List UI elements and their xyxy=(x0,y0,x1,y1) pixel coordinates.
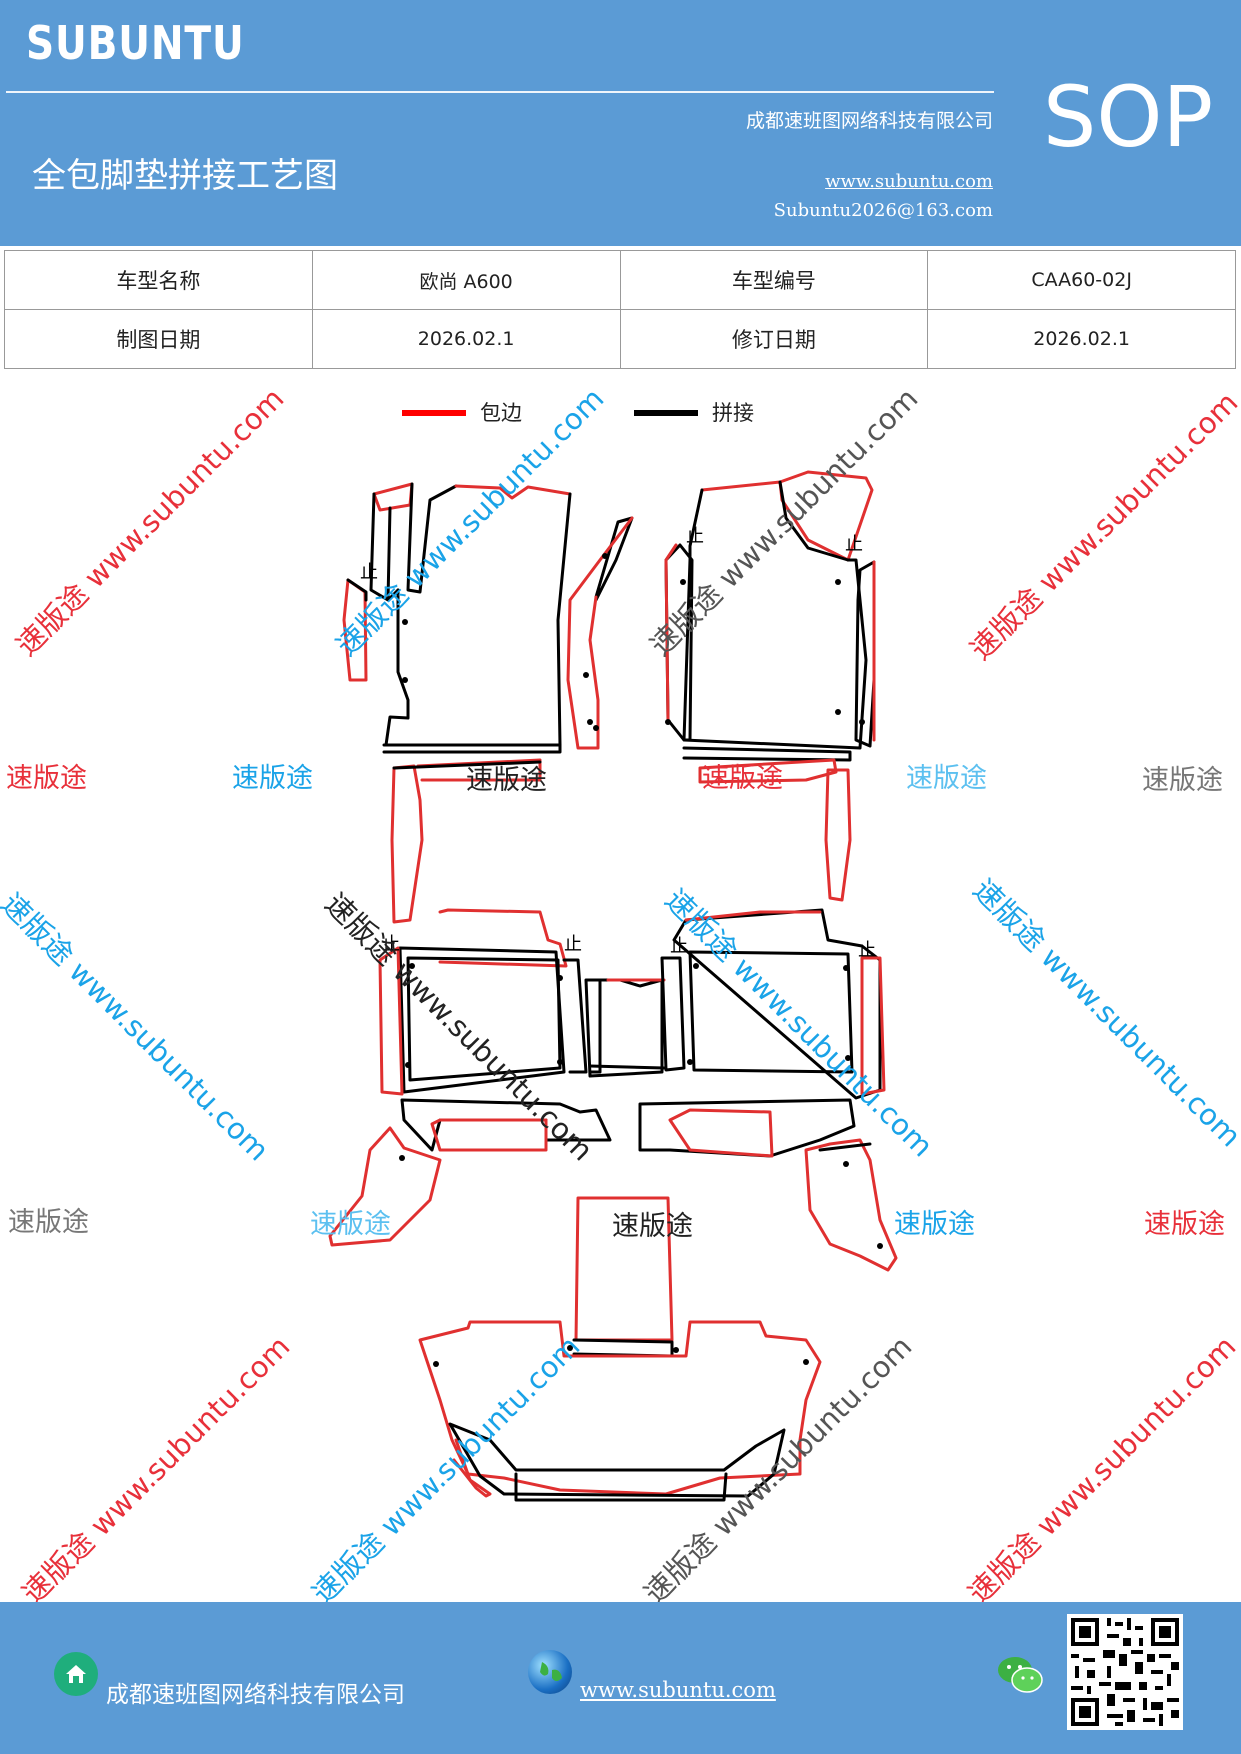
page-title: 全包脚垫拼接工艺图 xyxy=(32,156,338,196)
header-company: 成都速班图网络科技有限公司 xyxy=(745,110,993,132)
footer-website-link[interactable]: www.subuntu.com xyxy=(580,1678,776,1702)
header-email: Subuntu2026@163.com xyxy=(773,200,993,221)
watermark: 速版途 xyxy=(6,763,87,794)
watermark: 速版途 xyxy=(894,1209,975,1240)
model-name-label: 车型名称 xyxy=(4,250,313,310)
sop-badge: SOP xyxy=(1043,68,1214,166)
watermark: 速版途 xyxy=(906,763,987,794)
mat-second-center xyxy=(584,978,666,1078)
stop-mark: 止 xyxy=(858,940,876,961)
stop-marks: 止 止 止 止 止 止 止 xyxy=(360,526,876,961)
stop-mark: 止 xyxy=(845,534,863,555)
revise-date-value: 2026.02.1 xyxy=(927,309,1236,369)
watermark: 速版途 xyxy=(1144,1209,1225,1240)
mat-third-row xyxy=(418,1196,822,1502)
watermark: 速版途 xyxy=(702,763,783,794)
legend-black-swatch xyxy=(634,410,698,416)
mat-middle-connectors xyxy=(390,758,852,924)
qr-code xyxy=(1067,1614,1183,1730)
mat-second-left xyxy=(328,908,612,1247)
legend-black-label: 拼接 xyxy=(712,401,754,425)
stop-mark: 止 xyxy=(360,562,378,583)
draw-date-label: 制图日期 xyxy=(4,309,313,369)
watermark: 速版途 xyxy=(310,1209,391,1240)
mat-front-right xyxy=(664,470,876,762)
fastener-dots xyxy=(399,553,883,1367)
stop-mark: 止 xyxy=(564,934,582,955)
watermark: 速版途 xyxy=(1142,765,1223,796)
watermark: 速版途 xyxy=(232,763,313,794)
wechat-icon xyxy=(996,1654,1044,1696)
home-icon xyxy=(54,1652,98,1696)
mat-front-left xyxy=(342,482,634,754)
legend-red-label: 包边 xyxy=(480,401,522,425)
revise-date-label: 修订日期 xyxy=(619,309,929,369)
brand-logo: SUBUNTU xyxy=(26,16,245,70)
draw-date-value: 2026.02.1 xyxy=(311,309,621,369)
watermark: 速版途 xyxy=(466,765,547,796)
watermark: 速版途 xyxy=(8,1207,89,1238)
stop-mark: 止 xyxy=(670,936,688,957)
stop-mark: 止 xyxy=(686,526,704,547)
mat-second-right xyxy=(638,908,898,1272)
table-row: 制图日期 2026.02.1 修订日期 2026.02.1 xyxy=(4,309,1236,369)
floor-mat-diagram: 止 止 止 止 止 止 止 xyxy=(328,470,898,1502)
legend-red-swatch xyxy=(402,410,466,416)
footer-banner: 成都速班图网络科技有限公司 www.subuntu.com xyxy=(0,1602,1241,1754)
header-divider xyxy=(6,91,994,93)
model-code-label: 车型编号 xyxy=(619,250,929,310)
header-website-link[interactable]: www.subuntu.com xyxy=(825,171,993,192)
info-table: 车型名称 欧尚 A600 车型编号 CAA60-02J 制图日期 2026.02… xyxy=(4,250,1236,369)
stop-mark: 止 xyxy=(382,934,400,955)
footer-company: 成都速班图网络科技有限公司 xyxy=(106,1682,405,1708)
header-banner: SUBUNTU 成都速班图网络科技有限公司 全包脚垫拼接工艺图 www.subu… xyxy=(0,0,1241,246)
model-name-value: 欧尚 A600 xyxy=(311,250,621,310)
watermark: 速版途 xyxy=(612,1211,693,1242)
globe-icon xyxy=(528,1650,572,1694)
